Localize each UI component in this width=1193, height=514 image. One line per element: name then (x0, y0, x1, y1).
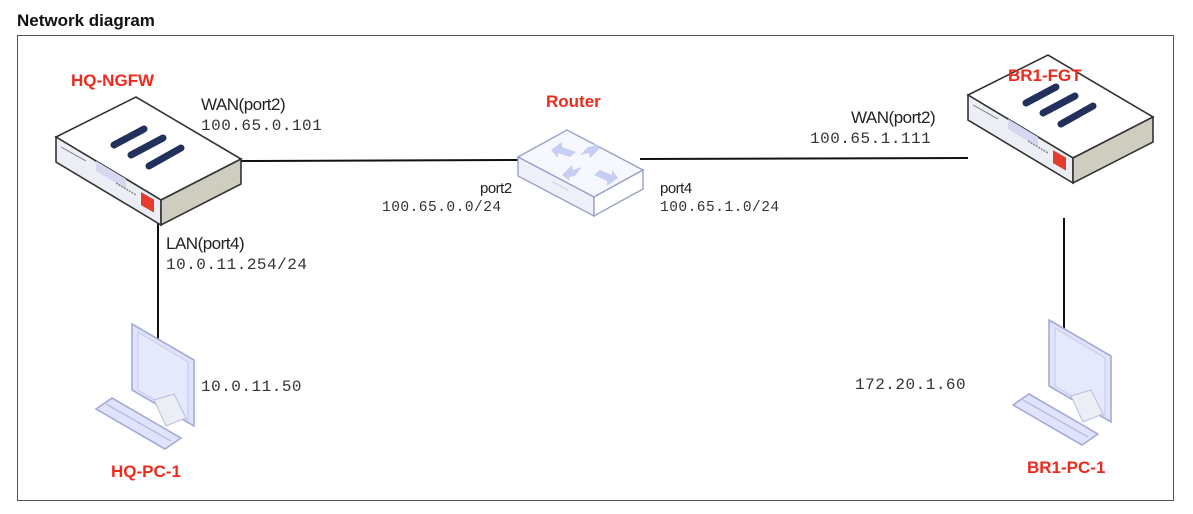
hq-pc-ip-label: 10.0.11.50 (201, 378, 303, 396)
desktop-computer-icon[interactable] (1012, 319, 1112, 446)
router-right-subnet-label: 100.65.1.0/24 (660, 200, 780, 216)
link-hq-router (240, 159, 521, 162)
hq-lan-port-label: LAN(port4) (166, 234, 245, 253)
diagram-title: Network diagram (17, 11, 155, 30)
hq-pc-label: HQ-PC-1 (111, 462, 181, 481)
desktop-computer-icon[interactable] (95, 323, 195, 450)
router-right-port-label: port4 (660, 180, 692, 197)
br1-fgt-label: BR1-FGT (1008, 66, 1082, 85)
hq-wan-port-label: WAN(port2) (201, 95, 286, 114)
br1-pc-label: BR1-PC-1 (1027, 458, 1106, 477)
router-left-subnet-label: 100.65.0.0/24 (382, 200, 502, 216)
diagram-frame (17, 35, 1174, 501)
link-router-br1 (639, 157, 969, 160)
br1-pc-ip-label: 172.20.1.60 (855, 376, 967, 394)
hq-lan-ip-label: 10.0.11.254/24 (166, 256, 308, 274)
hq-ngfw-label: HQ-NGFW (71, 71, 155, 90)
router-label: Router (546, 92, 601, 111)
hq-wan-ip-label: 100.65.0.101 (201, 117, 323, 135)
router-left-port-label: port2 (480, 180, 512, 197)
br1-wan-ip-label: 100.65.1.111 (810, 130, 932, 148)
router-icon[interactable] (516, 129, 645, 218)
br1-wan-port-label: WAN(port2) (851, 108, 936, 127)
